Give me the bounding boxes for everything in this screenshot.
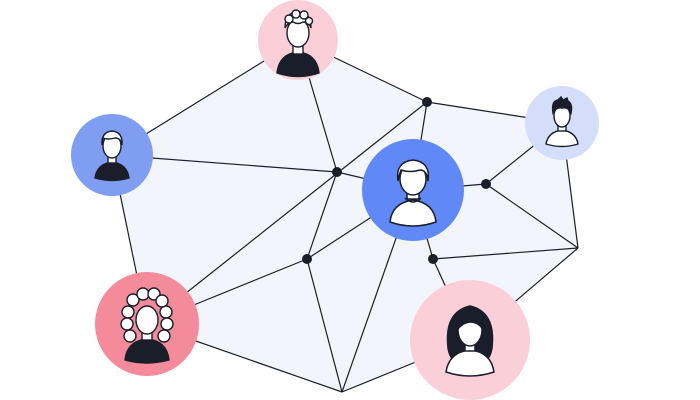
person-node-bottom-right[interactable] bbox=[410, 280, 530, 400]
person-avatar-icon bbox=[445, 305, 495, 377]
person-node-bottom-left[interactable] bbox=[95, 272, 199, 376]
person-node-left[interactable] bbox=[71, 114, 153, 196]
person-avatar-icon bbox=[94, 130, 130, 182]
junction-dot bbox=[302, 254, 312, 264]
edge bbox=[432, 247, 579, 260]
junction-dot bbox=[422, 97, 432, 107]
edge bbox=[146, 101, 428, 325]
junction-dots bbox=[302, 97, 491, 264]
person-avatar-icon bbox=[545, 95, 579, 148]
junction-dot bbox=[481, 179, 491, 189]
edge bbox=[306, 258, 343, 393]
person-avatar-icon bbox=[276, 9, 320, 78]
person-node-top-right[interactable] bbox=[525, 86, 599, 160]
edge bbox=[485, 183, 579, 249]
person-avatar-icon bbox=[120, 287, 174, 364]
person-avatar-icon bbox=[389, 159, 437, 227]
junction-dot bbox=[428, 254, 438, 264]
person-node-center[interactable] bbox=[362, 139, 464, 241]
edge bbox=[306, 171, 338, 260]
person-node-top-center[interactable] bbox=[258, 0, 338, 80]
junction-dot bbox=[332, 167, 342, 177]
